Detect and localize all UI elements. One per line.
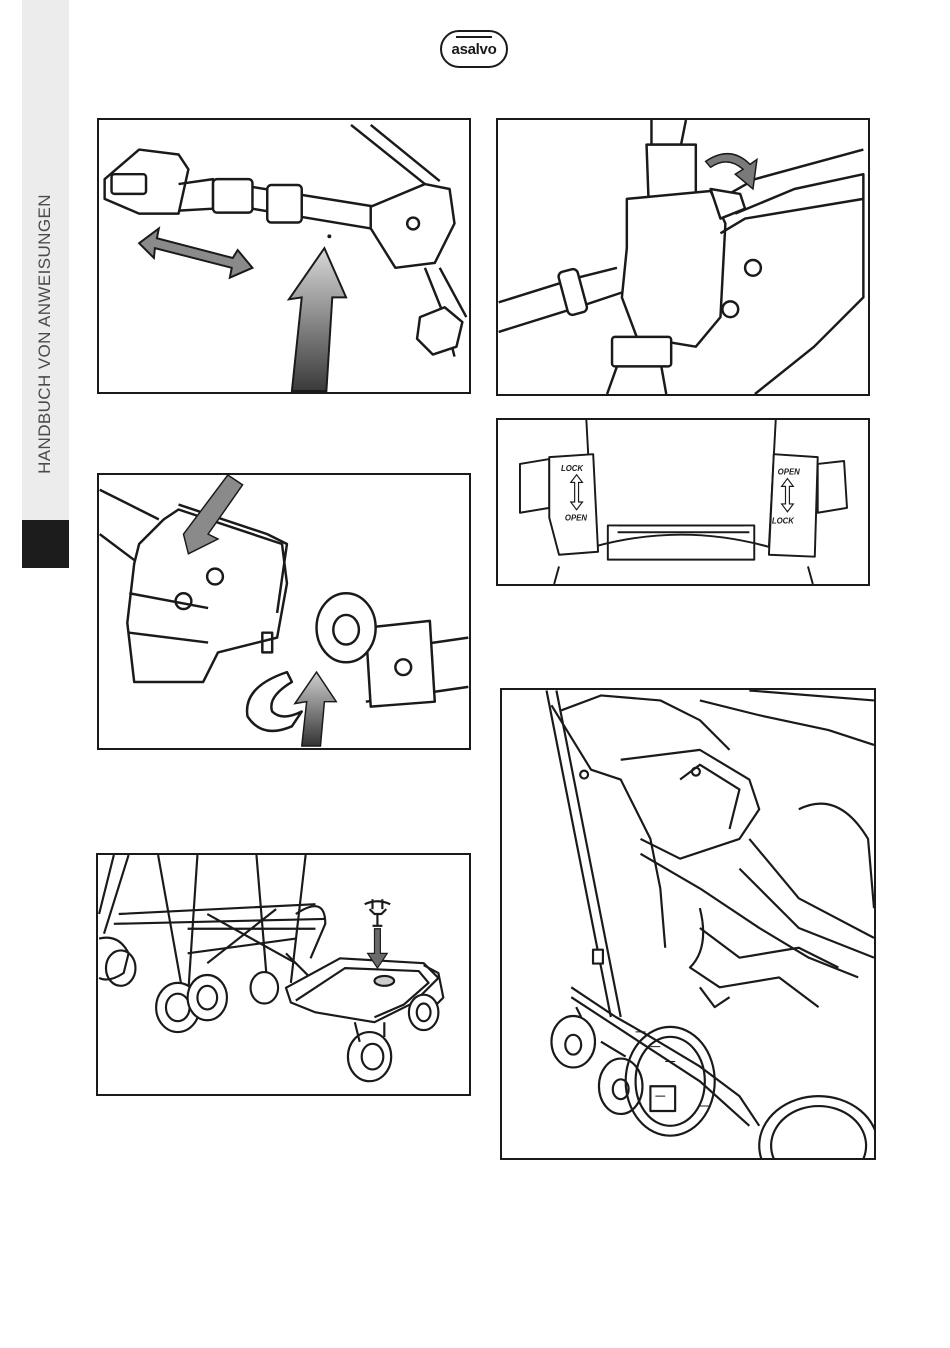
figure-frame-adjust	[97, 118, 471, 394]
right-open-label: OPEN	[778, 468, 800, 477]
left-lock-label: LOCK	[561, 464, 584, 473]
right-lock-label: LOCK	[772, 516, 795, 525]
figure-stroller-board	[96, 853, 471, 1096]
hook-connector-illustration	[99, 475, 469, 748]
brand-logo: asalvo	[440, 30, 508, 68]
section-title: HANDBUCH VON ANWEISUNGEN	[33, 169, 57, 499]
figure-handle-lever	[496, 118, 870, 396]
lock-switch-illustration: LOCK OPEN OPEN LOCK	[498, 420, 868, 584]
figure-lock-switch: LOCK OPEN OPEN LOCK	[496, 418, 870, 586]
frame-adjust-illustration	[99, 120, 469, 392]
stroller-strap-illustration	[502, 690, 874, 1158]
left-open-label: OPEN	[565, 514, 587, 523]
figure-stroller-strap	[500, 688, 876, 1160]
side-tab-marker	[22, 520, 69, 568]
brand-logo-text: asalvo	[452, 41, 497, 58]
figure-hook-connector	[97, 473, 471, 750]
handle-lever-illustration	[498, 120, 868, 394]
stroller-board-illustration	[98, 855, 469, 1094]
